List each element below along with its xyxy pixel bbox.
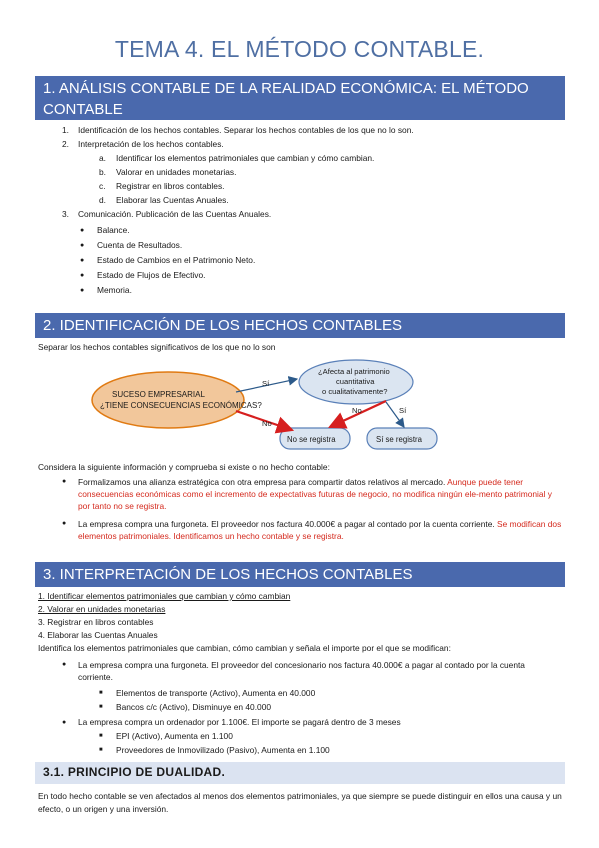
list-item: Cuenta de Resultados. xyxy=(97,240,183,250)
bullet-icon: ● xyxy=(80,257,85,264)
list-marker: 1. xyxy=(62,125,69,135)
subsection-heading: 3.1. PRINCIPIO DE DUALIDAD. xyxy=(35,762,565,784)
step-4: 4. Elaborar las Cuentas Anuales xyxy=(38,630,158,640)
section-heading-1: 1. ANÁLISIS CONTABLE DE LA REALIDAD ECON… xyxy=(35,76,565,120)
no-register-label: No se registra xyxy=(287,435,336,444)
example-3-2-b: Proveedores de Inmovilizado (Pasivo), Au… xyxy=(116,745,330,755)
square-bullet-icon: ■ xyxy=(99,733,103,739)
example-3-2: La empresa compra un ordenador por 1.100… xyxy=(78,717,401,727)
list-item: Identificar los elementos patrimoniales … xyxy=(116,153,375,163)
section2-intro: Separar los hechos contables significati… xyxy=(38,342,276,352)
example-bullet-1: Formalizamos una alianza estratégica con… xyxy=(78,477,552,511)
question-line-3: o cualitativamente? xyxy=(322,387,388,396)
arrow-si-top xyxy=(235,376,299,393)
step-2: 2. Valorar en unidades monetarias xyxy=(38,604,166,614)
list-item: Interpretación de los hechos contables. xyxy=(78,139,224,149)
bullet-icon: ● xyxy=(80,227,85,234)
list-item: Memoria. xyxy=(97,285,132,295)
label-si-top: Sí xyxy=(262,379,270,388)
label-no-mid: No xyxy=(352,406,362,415)
example-3-1-b: Bancos c/c (Activo), Disminuye en 40.000 xyxy=(116,702,272,712)
section-heading-3: 3. INTERPRETACIÓN DE LOS HECHOS CONTABLE… xyxy=(35,562,565,587)
list-marker: b. xyxy=(99,167,106,177)
duality-text: En todo hecho contable se ven afectados … xyxy=(38,791,562,814)
question-ellipse xyxy=(298,359,414,405)
list-marker: c. xyxy=(99,181,106,191)
square-bullet-icon: ■ xyxy=(99,747,103,753)
bullet-icon: ● xyxy=(80,287,85,294)
question-line-2: cuantitativa xyxy=(336,377,375,386)
event-ellipse xyxy=(91,371,245,429)
list-marker: 3. xyxy=(62,209,69,219)
square-bullet-icon: ■ xyxy=(99,704,103,710)
example-3-1: La empresa compra una furgoneta. El prov… xyxy=(78,660,525,682)
yes-register-box xyxy=(366,427,438,450)
bullet-icon: ● xyxy=(62,719,67,726)
example-bullet-2: La empresa compra una furgoneta. El prov… xyxy=(78,519,562,541)
bullet-icon: ● xyxy=(80,272,85,279)
example-3-1-a: Elementos de transporte (Activo), Aument… xyxy=(116,688,316,698)
bullet-icon: ● xyxy=(62,661,67,668)
list-item: Estado de Cambios en el Patrimonio Neto. xyxy=(97,255,256,265)
event-line-2: ¿TIENE CONSECUENCIAS ECONÓMICAS? xyxy=(100,401,262,410)
list-item: Comunicación. Publicación de las Cuentas… xyxy=(78,209,272,219)
list-marker: 2. xyxy=(62,139,69,149)
list-item: Registrar en libros contables. xyxy=(116,181,225,191)
step-3: 3. Registrar en libros contables xyxy=(38,617,154,627)
list-item: Balance. xyxy=(97,225,130,235)
list-item: Valorar en unidades monetarias. xyxy=(116,167,237,177)
bullet-icon: ● xyxy=(62,520,67,527)
list-item: Estado de Flujos de Efectivo. xyxy=(97,270,206,280)
square-bullet-icon: ■ xyxy=(99,690,103,696)
event-line-1: SUCESO EMPRESARIAL xyxy=(112,390,205,399)
no-register-box xyxy=(279,427,351,450)
label-si-right: Sí xyxy=(399,406,407,415)
step-1: 1. Identificar elementos patrimoniales q… xyxy=(38,591,291,601)
page-title: TEMA 4. EL MÉTODO CONTABLE. xyxy=(114,36,485,62)
arrow-no-mid xyxy=(328,400,387,429)
example-3-2-a: EPI (Activo), Aumenta en 1.100 xyxy=(116,731,233,741)
label-no-bottom: No xyxy=(262,419,272,428)
section-heading-2: 2. IDENTIFICACIÓN DE LOS HECHOS CONTABLE… xyxy=(35,313,565,338)
arrow-si-right xyxy=(385,401,405,428)
bullet-icon: ● xyxy=(62,478,67,485)
list-item: Elaborar las Cuentas Anuales. xyxy=(116,195,229,205)
identify-text: Identifica los elementos patrimoniales q… xyxy=(38,643,451,653)
list-item: Identificación de los hechos contables. … xyxy=(78,125,414,135)
list-marker: a. xyxy=(99,153,106,163)
bullet-icon: ● xyxy=(80,242,85,249)
consider-text: Considera la siguiente información y com… xyxy=(38,462,330,472)
arrow-no-bottom xyxy=(235,409,295,434)
list-marker: d. xyxy=(99,195,106,205)
question-line-1: ¿Afecta al patrimonio xyxy=(318,367,390,376)
yes-register-label: Sí se registra xyxy=(376,435,422,444)
